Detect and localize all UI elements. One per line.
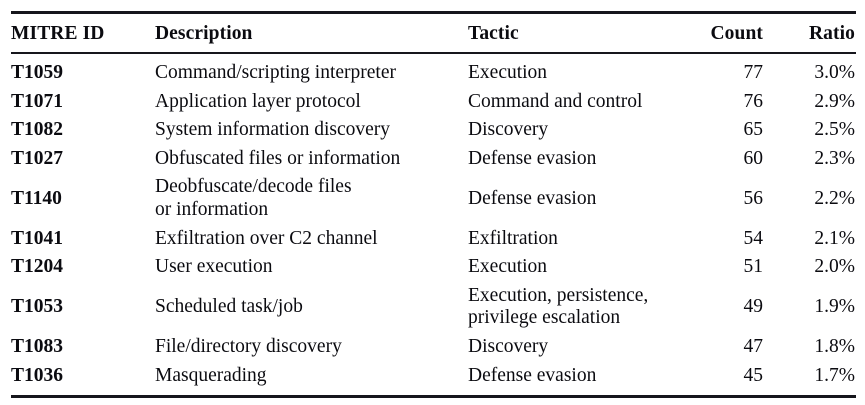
cell-description: Scheduled task/job: [155, 296, 303, 318]
cell-tactic: Execution: [468, 62, 548, 83]
table-header-row: MITRE ID Description Tactic Count Ratio: [11, 12, 856, 53]
cell-description: Masquerading: [155, 364, 267, 386]
cell-ratio: 1.8%: [814, 336, 855, 358]
table-row: T1083 File/directory discovery Discovery 47…: [11, 333, 856, 362]
cell-mitre-id: T1059: [11, 62, 64, 83]
cell-count: 54: [743, 227, 764, 249]
cell-description: User execution: [155, 256, 273, 278]
table-row: T1041 Exfiltration over C2 channel Exfiltr…: [11, 225, 856, 254]
cell-count: 77: [743, 62, 764, 83]
cell-tactic: Defense evasion: [468, 147, 597, 169]
cell-ratio: 3.0%: [814, 62, 855, 83]
cell-description: Obfuscated files or information: [155, 147, 401, 169]
cell-tactic: Command and control: [468, 90, 643, 112]
cell-count: 49: [743, 296, 764, 318]
table-row: T1053 Scheduled task/job Execution, persis…: [11, 282, 856, 333]
cell-tactic-line: privilege escalation: [468, 307, 621, 329]
cell-mitre-id: T1071: [11, 90, 64, 112]
table-header: MITRE ID Description Tactic Count Ratio: [11, 12, 856, 53]
cell-mitre-id: T1083: [11, 336, 64, 358]
cell-mitre-id: T1140: [11, 187, 62, 209]
cell-ratio: 2.3%: [814, 147, 855, 169]
column-header-mitre-id: MITRE ID: [11, 23, 105, 44]
cell-count: 47: [743, 336, 764, 358]
cell-count: 45: [743, 364, 764, 386]
cell-count: 65: [743, 119, 764, 141]
cell-mitre-id: T1204: [11, 256, 64, 278]
cell-mitre-id: T1082: [11, 119, 64, 141]
cell-description: System information discovery: [155, 119, 391, 141]
mitre-technique-table: MITRE ID Description Tactic Count Ratio …: [11, 11, 856, 398]
cell-description-line: Deobfuscate/decode files: [155, 176, 352, 198]
cell-tactic: Defense evasion: [468, 187, 597, 209]
cell-tactic: Discovery: [468, 336, 549, 358]
column-header-ratio: Ratio: [809, 23, 855, 44]
cell-count: 76: [743, 90, 764, 112]
cell-ratio: 2.2%: [814, 187, 855, 209]
cell-ratio: 2.1%: [814, 227, 855, 249]
cell-tactic-line: Execution, persistence,: [468, 284, 649, 306]
cell-description: File/directory discovery: [155, 336, 342, 358]
cell-ratio: 1.7%: [814, 364, 855, 386]
table-row: T1027 Obfuscated files or information Defe…: [11, 145, 856, 174]
cell-ratio: 2.5%: [814, 119, 855, 141]
cell-count: 51: [743, 256, 764, 278]
cell-mitre-id: T1053: [11, 296, 64, 318]
cell-mitre-id: T1036: [11, 364, 64, 386]
cell-tactic: Execution, persistence,privilege escalat…: [468, 282, 700, 333]
cell-description: Command/scripting interpreter: [155, 62, 396, 83]
table-row: T1071 Application layer protocol Command a…: [11, 88, 856, 117]
cell-ratio: 2.0%: [814, 256, 855, 278]
table-row: T1036 Masquerading Defense evasion 45 1.7%: [11, 362, 856, 397]
cell-tactic: Defense evasion: [468, 364, 597, 386]
cell-ratio: 2.9%: [814, 90, 855, 112]
column-header-tactic: Tactic: [468, 23, 519, 44]
table-row: T1082 System information discovery Discove…: [11, 116, 856, 145]
mitre-technique-table-container: MITRE ID Description Tactic Count Ratio …: [11, 11, 856, 398]
cell-mitre-id: T1041: [11, 227, 64, 249]
cell-count: 60: [743, 147, 764, 169]
table-row: T1204 User execution Execution 51 2.0%: [11, 253, 856, 282]
cell-tactic: Discovery: [468, 119, 549, 141]
cell-ratio: 1.9%: [814, 296, 855, 318]
column-header-description: Description: [155, 23, 253, 44]
table-row: T1059 Command/scripting interpreter Execut…: [11, 53, 856, 88]
cell-tactic: Execution: [468, 256, 548, 278]
cell-description: Exfiltration over C2 channel: [155, 227, 378, 249]
cell-description-line: or information: [155, 199, 269, 221]
cell-description: Application layer protocol: [155, 90, 361, 112]
column-header-count: Count: [710, 23, 763, 44]
cell-mitre-id: T1027: [11, 147, 64, 169]
cell-tactic: Exfiltration: [468, 227, 558, 249]
cell-count: 56: [743, 187, 764, 209]
